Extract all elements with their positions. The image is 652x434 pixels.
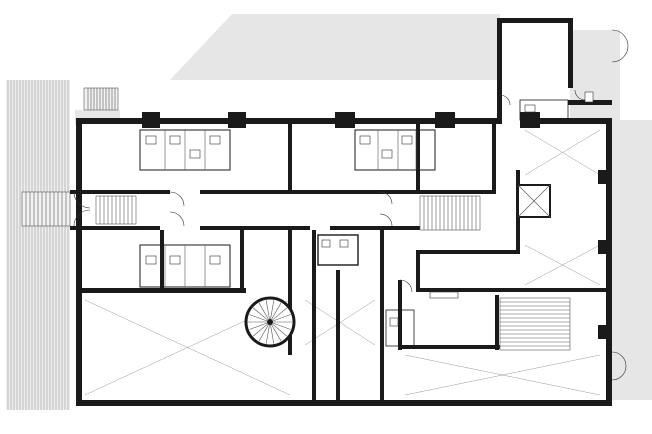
spiral-tread — [258, 324, 269, 342]
elevator — [517, 184, 551, 218]
bath-top-right — [354, 129, 436, 171]
exterior-terrace — [75, 14, 652, 400]
spiral-tread — [272, 307, 288, 321]
bath-top-left — [139, 129, 231, 171]
bathroom-blocks — [139, 91, 594, 347]
room-right-upper — [524, 129, 601, 176]
spiral-tread — [271, 324, 282, 342]
spiral-tread — [252, 323, 268, 337]
spiral-tread — [272, 323, 288, 337]
outer-walls — [76, 18, 612, 406]
stairwell-lower-right — [499, 297, 571, 351]
spiral-tread — [252, 307, 268, 321]
doors — [73, 29, 629, 381]
hatched-ramp — [6, 80, 70, 410]
spiral-tread — [272, 314, 291, 322]
bath-lower-left — [139, 244, 231, 288]
stairwell-right — [419, 195, 481, 231]
bath-lower-center — [385, 291, 459, 347]
spiral-tread — [270, 300, 275, 320]
spiral-tread — [270, 324, 275, 344]
spiral-tread — [272, 322, 291, 330]
corridor-stair — [95, 195, 137, 225]
room-right-mid — [524, 244, 601, 286]
spiral-tread — [271, 302, 282, 320]
top-entrance-stair — [83, 87, 119, 111]
entrance-stair — [21, 191, 71, 227]
spiral-stair — [244, 296, 296, 348]
bath-right — [519, 91, 594, 121]
spiral-tread — [265, 300, 270, 320]
bath-center — [317, 234, 359, 266]
spiral-tread — [258, 302, 269, 320]
spiral-tread — [249, 314, 268, 322]
spiral-tread — [249, 322, 268, 330]
room-bottom-right — [404, 354, 601, 396]
spiral-tread — [265, 324, 270, 344]
